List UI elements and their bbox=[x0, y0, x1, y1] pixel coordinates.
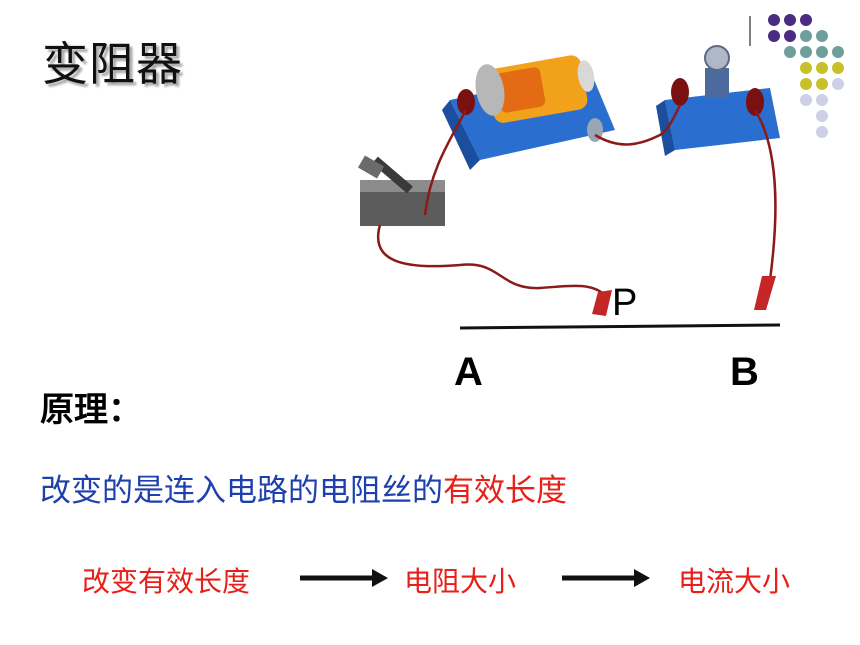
circuit-diagram bbox=[357, 45, 781, 330]
label-p: P bbox=[612, 282, 638, 324]
flow-step-3: 电流大小 bbox=[678, 565, 791, 598]
description-text: 改变的是连入电路的电阻丝的 bbox=[40, 473, 443, 509]
principle-description: 改变的是连入电路的电阻丝的有效长度 bbox=[40, 465, 567, 510]
slide-title: 变阻器 bbox=[42, 37, 183, 91]
principle-label: 原理： bbox=[40, 390, 142, 430]
alligator-clip-icon bbox=[592, 276, 776, 316]
description-highlight: 有效长度 bbox=[443, 473, 567, 509]
lamp-icon bbox=[656, 45, 780, 156]
arrow-right-icon bbox=[300, 569, 388, 587]
decorative-divider bbox=[749, 16, 751, 46]
resistance-wire bbox=[459, 323, 781, 330]
flow-step-1: 改变有效长度 bbox=[82, 565, 251, 598]
arrow-right-icon bbox=[562, 569, 650, 587]
switch-icon bbox=[357, 155, 445, 226]
label-a: A bbox=[454, 350, 483, 394]
flow-step-2: 电阻大小 bbox=[404, 565, 517, 598]
label-b: B bbox=[730, 350, 759, 394]
battery-icon bbox=[442, 55, 615, 170]
